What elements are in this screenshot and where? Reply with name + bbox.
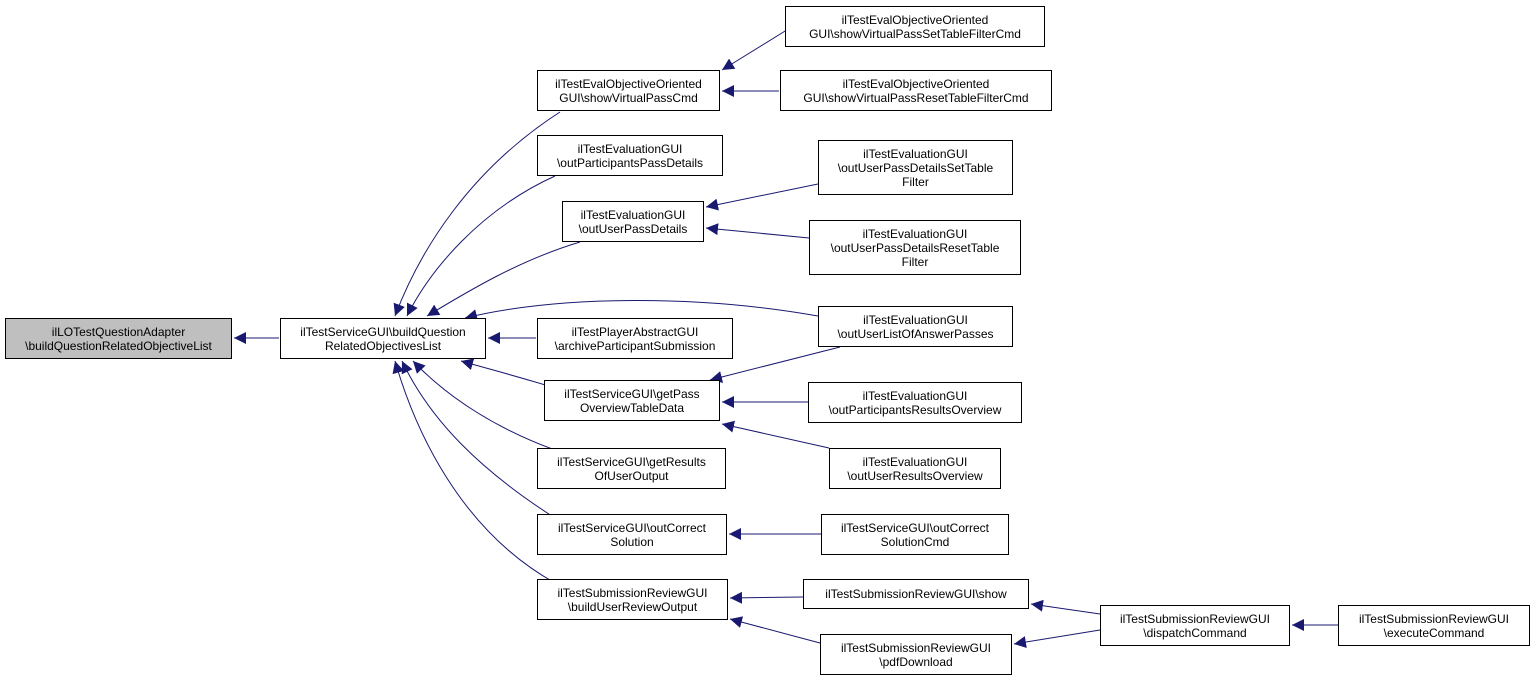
graph-node-label: \outUserPassDetails bbox=[578, 221, 688, 236]
graph-node-label: ilTestEvalObjectiveOriented bbox=[841, 12, 989, 27]
graph-node-label: ilTestEvaluationGUI bbox=[862, 454, 968, 469]
graph-node-label: ilTestServiceGUI\getResults bbox=[557, 454, 706, 469]
graph-node-label: \outUserPassDetailsSetTable bbox=[837, 160, 994, 175]
edge-n19-to-n17 bbox=[729, 616, 821, 644]
graph-node-n12[interactable]: ilTestEvaluationGUI\outParticipantsResul… bbox=[808, 382, 1022, 423]
graph-node-label: \buildUserReviewOutput bbox=[567, 599, 698, 614]
graph-node-label: ilLOTestQuestionAdapter bbox=[51, 324, 186, 339]
edge-n2-to-n1 bbox=[393, 111, 561, 317]
graph-node-label: ilTestSubmissionReviewGUI bbox=[840, 640, 992, 655]
graph-node-label: ilTestServiceGUI\getPass bbox=[564, 386, 700, 401]
edge-n3-to-n2 bbox=[721, 27, 791, 71]
graph-node-n18[interactable]: ilTestSubmissionReviewGUI\show bbox=[803, 579, 1029, 609]
graph-node-label: ilTestEvaluationGUI bbox=[862, 226, 968, 241]
graph-node-label: ilTestSubmissionReviewGUI bbox=[1358, 611, 1510, 626]
graph-node-label: ilTestSubmissionReviewGUI\show bbox=[825, 587, 1007, 601]
graph-node-label: ilTestSubmissionReviewGUI bbox=[557, 585, 708, 600]
graph-node-label: ilTestEvaluationGUI bbox=[862, 388, 968, 403]
edge-n11-to-n1 bbox=[460, 358, 556, 389]
graph-node-label: ilTestServiceGUI\outCorrect bbox=[557, 520, 707, 535]
graph-node-label: ilTestEvaluationGUI bbox=[580, 207, 686, 222]
edge-n13-to-n11 bbox=[721, 420, 830, 449]
graph-node-label: \archiveParticipantSubmission bbox=[554, 338, 716, 353]
graph-node-label: Solution bbox=[610, 534, 654, 549]
graph-node-label: \outParticipantsResultsOverview bbox=[828, 402, 1002, 417]
graph-node-n7[interactable]: ilTestEvaluationGUI\outUserPassDetailsSe… bbox=[818, 140, 1013, 195]
graph-node-n20[interactable]: ilTestSubmissionReviewGUI\dispatchComman… bbox=[1100, 605, 1290, 646]
edge-n5-to-n1 bbox=[406, 175, 556, 317]
graph-node-label: ilTestEvaluationGUI bbox=[863, 146, 968, 161]
edge-n8-to-n6 bbox=[705, 223, 810, 239]
edge-n14-to-n1 bbox=[412, 360, 556, 451]
graph-node-label: ilTestEvaluationGUI bbox=[577, 141, 683, 156]
graph-node-n19[interactable]: ilTestSubmissionReviewGUI\pdfDownload bbox=[820, 634, 1012, 675]
graph-node-label: Filter bbox=[902, 174, 929, 189]
graph-node-n17[interactable]: ilTestSubmissionReviewGUI\buildUserRevie… bbox=[537, 579, 728, 620]
edge-n6-to-n1 bbox=[426, 241, 581, 317]
graph-node-n21[interactable]: ilTestSubmissionReviewGUI\executeCommand bbox=[1338, 605, 1530, 646]
graph-node-n13[interactable]: ilTestEvaluationGUI\outUserResultsOvervi… bbox=[829, 448, 1001, 489]
graph-node-label: \executeCommand bbox=[1383, 625, 1485, 640]
graph-node-label: GUI\showVirtualPassResetTableFilterCmd bbox=[803, 90, 1029, 105]
graph-node-n9[interactable]: ilTestEvaluationGUI\outUserListOfAnswerP… bbox=[818, 306, 1013, 347]
graph-node-label: \buildQuestionRelatedObjectiveList bbox=[25, 338, 212, 353]
graph-node-label: ilTestEvalObjectiveOriented bbox=[842, 76, 990, 91]
edge-n18-to-n17 bbox=[729, 591, 804, 604]
edge-n9-to-n11 bbox=[709, 346, 841, 383]
graph-node-label: \pdfDownload bbox=[879, 654, 953, 669]
edge-n9-to-n1 bbox=[464, 300, 819, 322]
graph-node-label: RelatedObjectivesList bbox=[324, 338, 442, 353]
graph-node-label: OverviewTableData bbox=[579, 400, 685, 415]
edge-n20-to-n18 bbox=[1030, 599, 1101, 615]
graph-node-label: ilTestEvaluationGUI bbox=[863, 312, 968, 327]
graph-node-label: ilTestPlayerAbstractGUI bbox=[571, 324, 699, 339]
graph-node-n5[interactable]: ilTestEvaluationGUI\outParticipantsPassD… bbox=[537, 135, 723, 176]
graph-node-label: GUI\showVirtualPassCmd bbox=[559, 90, 698, 105]
graph-node-label: \outUserPassDetailsResetTable bbox=[830, 240, 1000, 255]
graph-node-label: GUI\showVirtualPassSetTableFilterCmd bbox=[809, 26, 1021, 41]
graph-node-label: \outUserListOfAnswerPasses bbox=[837, 326, 994, 341]
graph-node-label: \outUserResultsOverview bbox=[847, 468, 983, 483]
graph-node-label: OfUserOutput bbox=[594, 468, 669, 483]
graph-node-n10[interactable]: ilTestPlayerAbstractGUI\archiveParticipa… bbox=[537, 318, 733, 359]
graph-node-label: \outParticipantsPassDetails bbox=[556, 155, 704, 170]
graph-node-n8[interactable]: ilTestEvaluationGUI\outUserPassDetailsRe… bbox=[809, 220, 1021, 275]
edge-n20-to-n19 bbox=[1013, 629, 1101, 648]
edge-n15-to-n1 bbox=[401, 360, 556, 519]
graph-node-label: ilTestServiceGUI\buildQuestion bbox=[300, 324, 466, 339]
graph-node-label: ilTestSubmissionReviewGUI bbox=[1119, 611, 1271, 626]
edge-n17-to-n1 bbox=[392, 360, 556, 584]
graph-node-label: ilTestEvalObjectiveOriented bbox=[555, 76, 702, 91]
graph-node-n0: ilLOTestQuestionAdapter\buildQuestionRel… bbox=[5, 318, 232, 359]
graph-node-n6[interactable]: ilTestEvaluationGUI\outUserPassDetails bbox=[562, 201, 704, 242]
graph-node-label: Filter bbox=[901, 254, 929, 269]
graph-node-label: ilTestServiceGUI\outCorrect bbox=[840, 520, 990, 535]
graph-node-label: SolutionCmd bbox=[880, 534, 950, 549]
graph-node-label: \dispatchCommand bbox=[1143, 625, 1247, 640]
edge-n7-to-n6 bbox=[705, 183, 819, 211]
